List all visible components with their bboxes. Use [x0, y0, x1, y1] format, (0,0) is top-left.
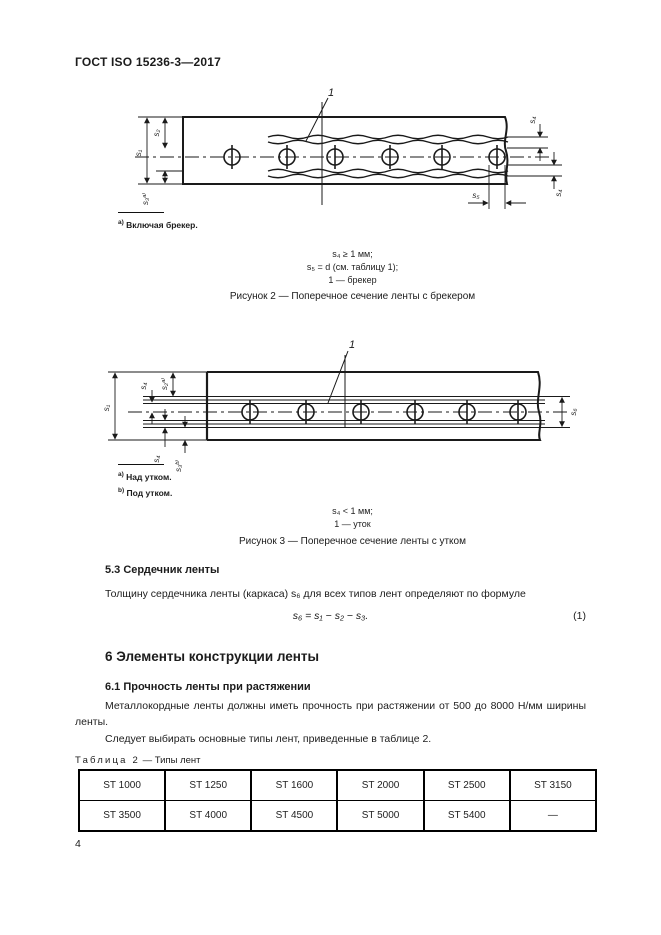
s6-dimension-label: s₆ [569, 408, 578, 416]
steel-cords [223, 145, 506, 169]
s4-upper-dimension: s₄ [139, 382, 155, 424]
footnote-rule [118, 212, 164, 213]
belt-outline [182, 116, 509, 185]
s4-lower-label: s₄ [554, 189, 563, 196]
s4-upper-dimension: s₄ [528, 116, 543, 161]
s2-dimension: s₂ᵃ⁾ [160, 372, 176, 397]
table-cell: ST 4000 [164, 800, 253, 832]
footnote-marker-a: а) [118, 471, 124, 478]
left-extension-lines [108, 371, 143, 441]
section-6-1-title: 6.1 Прочность ленты при растяжении [105, 681, 311, 693]
section-5-3-paragraph: Толщину сердечника ленты (каркаса) s₆ дл… [105, 588, 526, 600]
s2-dimension-label: s₂ [152, 129, 161, 136]
s2-dimension-label: s₂ᵃ⁾ [160, 378, 169, 390]
figure2-notes: s₄ ≥ 1 мм; s₅ = d (см. таблицу 1); 1 — б… [95, 248, 610, 287]
table-cell: ST 4500 [250, 800, 339, 832]
footnote-text: Включая брекер. [126, 219, 198, 230]
figure3-callout-label: 1 [349, 339, 355, 351]
table-cell: ST 5000 [336, 800, 425, 832]
table-row: ST 3500 ST 4000 ST 4500 ST 5000 ST 5400 … [77, 800, 598, 832]
table2-title-label: Таблица 2 [75, 755, 140, 766]
formula-row: s₆ = s₁ − s₂ − s₃. (1) [75, 610, 586, 622]
s5-dimension-label: s₅ [472, 191, 480, 200]
formula-1: s₆ = s₁ − s₂ − s₃. [292, 610, 369, 622]
figure2-callout-label: 1 [328, 87, 334, 99]
s3-dimension: s₃ᵇ⁾ [174, 416, 188, 472]
document-header: ГОСТ ISO 15236-3—2017 [75, 55, 221, 69]
figure3-drawing: 1 s₁ s₄ s₂ᵃ⁾ s₄ s₃ᵇ⁾ [102, 339, 578, 472]
footnote-marker: а) [118, 219, 124, 226]
section-6-title: 6 Элементы конструкции ленты [105, 649, 320, 664]
callout-leader: 1 [305, 87, 334, 205]
footnote-text-a: Над утком. [126, 471, 172, 482]
table-cell: ST 3150 [508, 769, 598, 801]
belt-types-table: ST 1000 ST 1250 ST 1600 ST 2000 ST 2500 … [77, 769, 598, 832]
s3-dimension-label: s₃ᵇ⁾ [174, 460, 183, 472]
s4-lower-dimension: s₄ [551, 152, 563, 197]
callout-leader: 1 [327, 339, 355, 428]
table-cell: ST 2000 [336, 769, 425, 801]
s4-lower-label: s₄ [152, 455, 161, 462]
footnote-text-b: Под утком. [126, 487, 173, 498]
figure3-note-1: s₄ < 1 мм; [332, 506, 373, 516]
figure2-note-3: 1 — брекер [328, 275, 377, 285]
s4-lower-dimension: s₄ [152, 409, 168, 463]
table2-title: Таблица 2 — Типы лент [75, 755, 201, 766]
s4-upper-label: s₄ [528, 116, 537, 123]
table-cell: ST 1600 [250, 769, 339, 801]
formula-1-number: (1) [573, 610, 586, 622]
belt-break-continuation [143, 371, 207, 441]
section-6-1-paragraph-2: Следует выбирать основные типы лент, при… [105, 733, 432, 745]
s1-dimension-label: s₁ [134, 149, 143, 156]
figure3-footnotes: а) Над утком. b) Под утком. [118, 464, 172, 500]
table-cell: ST 3500 [77, 800, 167, 832]
table2-title-rest: — Типы лент [142, 755, 201, 766]
table-row: ST 1000 ST 1250 ST 1600 ST 2000 ST 2500 … [77, 769, 598, 801]
footnote-marker-b: b) [118, 486, 125, 494]
table-cell: ST 1000 [77, 769, 167, 801]
s6-dimension: s₆ [545, 396, 578, 428]
section-5-3-title: 5.3 Сердечник ленты [105, 564, 220, 576]
steel-cords [241, 400, 527, 424]
s3-dimension-label: s₃ᵃ⁾ [141, 193, 150, 205]
figure3-note-2: 1 — уток [334, 519, 371, 529]
figure2-caption: Рисунок 2 — Поперечное сечение ленты с б… [229, 291, 476, 302]
figure2-footnote: а) Включая брекер. [118, 212, 198, 232]
figure2-note-2: s₅ = d (см. таблицу 1); [306, 262, 399, 272]
s1-dimension-label: s₁ [102, 404, 111, 411]
figure3-caption: Рисунок 3 — Поперечное сечение ленты с у… [239, 536, 466, 547]
weft-layers [143, 396, 545, 428]
figure2-drawing: 1 s₁ s₂ s₃ᵃ⁾ s₄ [134, 87, 563, 209]
table-cell: ST 1250 [164, 769, 253, 801]
table-cell: — [508, 800, 598, 832]
figure2-note-1: s₄ ≥ 1 мм; [332, 249, 373, 259]
s4-upper-label: s₄ [139, 382, 148, 389]
figure3-notes: s₄ < 1 мм; 1 — уток [95, 505, 610, 531]
breaker-layers [267, 134, 509, 179]
s5-dimension: s₅ [468, 165, 526, 209]
belt-outline [207, 371, 542, 441]
page-number: 4 [75, 838, 81, 850]
footnote-rule [118, 464, 164, 465]
section-6-1-paragraph-1: Металлокордные ленты должны иметь прочно… [75, 700, 586, 728]
table-cell: ST 5400 [422, 800, 511, 832]
table-cell: ST 2500 [422, 769, 511, 801]
left-extension-lines [138, 116, 183, 185]
